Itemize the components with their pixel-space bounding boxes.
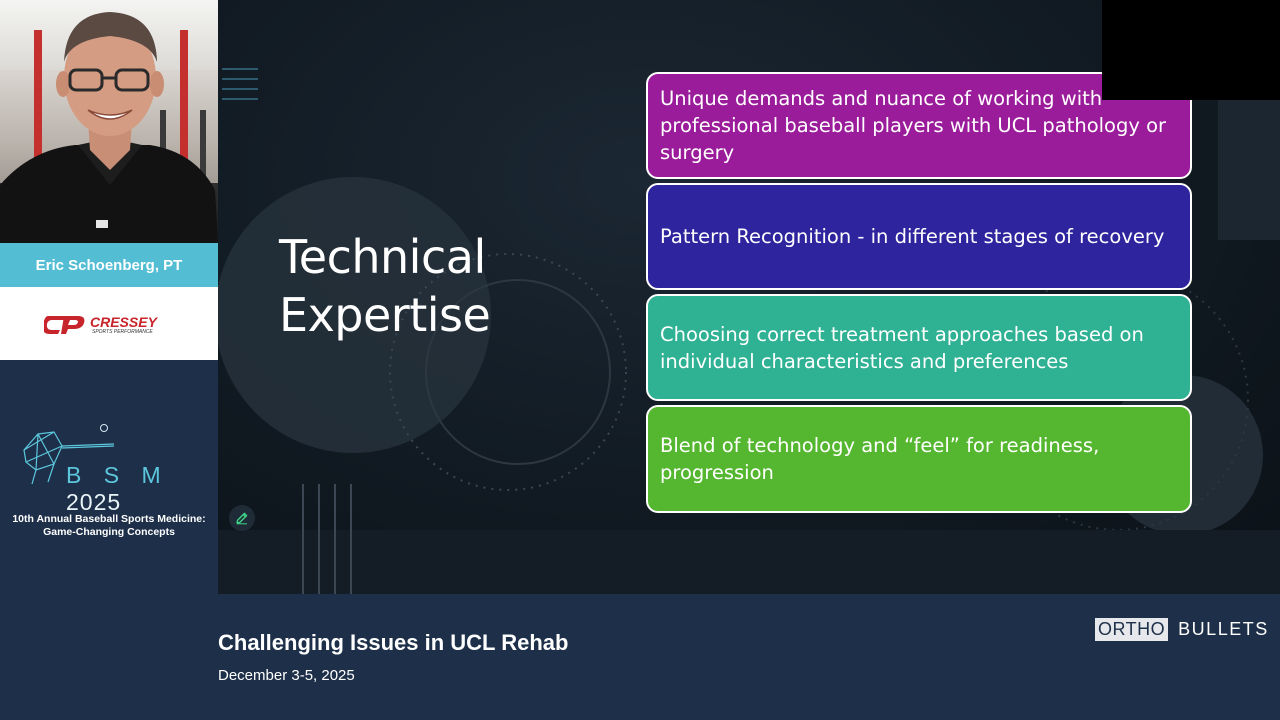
video-overlay-box [1102, 0, 1280, 100]
point-card-text: Blend of technology and “feel” for readi… [660, 434, 1100, 484]
slide-title: Technical Expertise [279, 228, 491, 344]
slide-title-line-2: Expertise [279, 288, 491, 342]
bsm-logo-text: B S M 2025 [66, 462, 218, 516]
bsm-year: 2025 [66, 489, 122, 515]
point-card-text: Choosing correct treatment approaches ba… [660, 322, 1144, 373]
presentation-slide: Technical Expertise Unique demands and n… [218, 0, 1280, 594]
brand-ortho: ORTHO [1095, 618, 1169, 641]
svg-text:SPORTS PERFORMANCE: SPORTS PERFORMANCE [92, 329, 153, 335]
cressey-logo-icon: CRESSEY SPORTS PERFORMANCE [44, 314, 159, 335]
point-card-text: Unique demands and nuance of working wit… [660, 87, 1167, 164]
bsm-letters: B S M [66, 462, 169, 488]
background-beam [34, 30, 42, 190]
point-card-1: Unique demands and nuance of working wit… [646, 72, 1192, 179]
bsm-logo-icon [23, 424, 115, 485]
sponsor-logo: CRESSEY SPORTS PERFORMANCE [0, 287, 218, 360]
point-card-4: Blend of technology and “feel” for readi… [646, 405, 1192, 513]
speaker-name: Eric Schoenberg, PT [0, 243, 218, 287]
orthobullets-logo: ORTHO BULLETS [1095, 618, 1269, 641]
point-card-3: Choosing correct treatment approaches ba… [646, 294, 1192, 401]
event-date: December 3-5, 2025 [218, 667, 355, 684]
svg-text:CRESSEY: CRESSEY [90, 314, 159, 330]
speaker-video [0, 0, 218, 243]
background-beam [180, 30, 188, 190]
point-card-text: Pattern Recognition - in different stage… [660, 225, 1165, 248]
point-card-2: Pattern Recognition - in different stage… [646, 183, 1192, 290]
pencil-icon [236, 512, 248, 525]
brand-bullets: BULLETS [1178, 619, 1269, 639]
talk-title: Challenging Issues in UCL Rehab [218, 630, 569, 655]
speaker-portrait [0, 12, 218, 243]
slide-title-line-1: Technical [279, 230, 486, 284]
edit-button[interactable] [229, 505, 255, 531]
sidebar: Eric Schoenberg, PT CRESSEY SPORTS PERFO… [0, 0, 218, 720]
conference-description: 10th Annual Baseball Sports Medicine: Ga… [12, 513, 206, 538]
